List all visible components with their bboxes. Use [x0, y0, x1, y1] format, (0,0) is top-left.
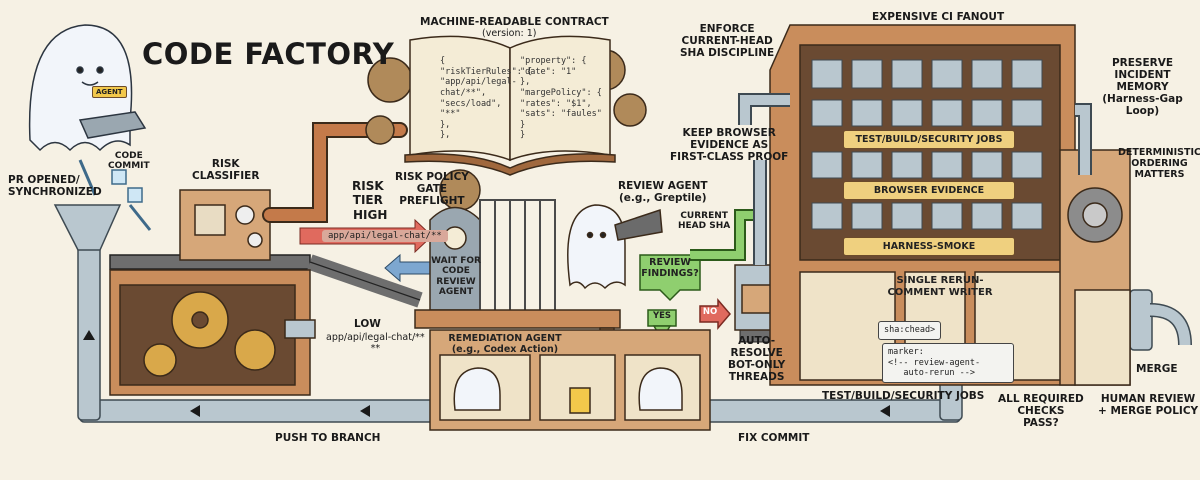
ci-jobs-bottom-label: TEST/BUILD/SECURITY JOBS — [822, 390, 985, 402]
contract-version: (version: 1) — [482, 28, 537, 39]
merge-label: MERGE — [1136, 363, 1178, 375]
review-platform — [414, 204, 663, 359]
contract-title: MACHINE-READABLE CONTRACT — [420, 16, 609, 28]
contract-right-page: "property": { "date": "1" }, "margePolic… — [520, 56, 602, 141]
intake-funnel — [53, 204, 122, 251]
all-checks-label: ALL REQUIRED CHECKS PASS? — [998, 393, 1084, 430]
green-pipe — [690, 209, 760, 261]
commit-arrows — [78, 159, 152, 231]
current-head-sha-label: CURRENT HEAD SHA — [678, 211, 731, 232]
code-commit-label: CODE COMMIT — [108, 151, 150, 172]
rerun-marker-card: marker: <!-- review-agent- auto-rerun --… — [882, 343, 1014, 383]
deterministic-label: DETERMINISTIC ORDERING MATTERS — [1118, 147, 1200, 180]
risk-policy-gate-label: RISK POLICY GATE PREFLIGHT — [395, 171, 469, 208]
push-to-branch-label: PUSH TO BRANCH — [275, 432, 381, 444]
agent-badge: AGENT — [92, 86, 127, 98]
rerun-sha-card: sha:chead> — [878, 321, 942, 340]
low-path: app/api/legal-chat/** ** — [326, 332, 425, 354]
contract-left-page: { "riskTierRules": { "app/api/legal- cha… — [440, 56, 533, 141]
expensive-ci-label: EXPENSIVE CI FANOUT — [872, 11, 1005, 23]
preserve-incident-label: PRESERVE INCIDENT MEMORY (Harness-Gap Lo… — [1102, 57, 1183, 118]
ci-banner-browser-evidence: BROWSER EVIDENCE — [843, 181, 1015, 200]
risk-tier-label: RISK TIER — [352, 179, 384, 207]
high-path: app/api/legal-chat/** — [322, 230, 448, 242]
fix-commit-label: FIX COMMIT — [738, 432, 810, 444]
remediation-box — [429, 329, 711, 431]
human-review-label: HUMAN REVIEW + MERGE POLICY — [1098, 393, 1199, 418]
single-rerun-label: SINGLE RERUN- COMMENT WRITER — [887, 275, 993, 298]
ci-banner-test-build: TEST/BUILD/SECURITY JOBS — [843, 130, 1015, 149]
gear-box — [109, 269, 316, 396]
review-agent-label: REVIEW AGENT (e.g., Greptile) — [618, 180, 708, 205]
risk-classifier-machine — [179, 189, 271, 261]
contract-book — [365, 35, 647, 211]
review-findings-label: REVIEW FINDINGS? — [641, 257, 699, 279]
risk-classifier-label: RISK CLASSIFIER — [192, 158, 260, 183]
ci-job-tiles — [811, 59, 1043, 230]
keep-browser-label: KEEP BROWSER EVIDENCE AS FIRST-CLASS PRO… — [670, 127, 789, 164]
no-label: NO — [702, 307, 718, 317]
agent-ghost — [28, 24, 147, 203]
return-pipe — [77, 239, 1192, 423]
high-label: HIGH — [353, 208, 388, 222]
copper-pipe — [262, 122, 408, 223]
ci-pipes — [738, 93, 1092, 265]
auto-resolve-label: AUTO- RESOLVE BOT-ONLY THREADS — [728, 335, 786, 384]
page-title: CODE FACTORY — [142, 37, 395, 71]
remediation-agent-label: REMEDIATION AGENT (e.g., Codex Action) — [448, 333, 562, 355]
pr-opened-label: PR OPENED/ SYNCHRONIZED — [8, 174, 102, 199]
ci-banner-harness-smoke: HARNESS-SMOKE — [843, 237, 1015, 256]
low-label: LOW — [354, 318, 381, 330]
conveyor-belts — [109, 254, 791, 343]
wait-gate-label: WAIT FOR CODE REVIEW AGENT — [431, 256, 481, 298]
enforce-sha-label: ENFORCE CURRENT-HEAD SHA DISCIPLINE — [680, 23, 775, 60]
yes-label: YES — [652, 311, 672, 321]
